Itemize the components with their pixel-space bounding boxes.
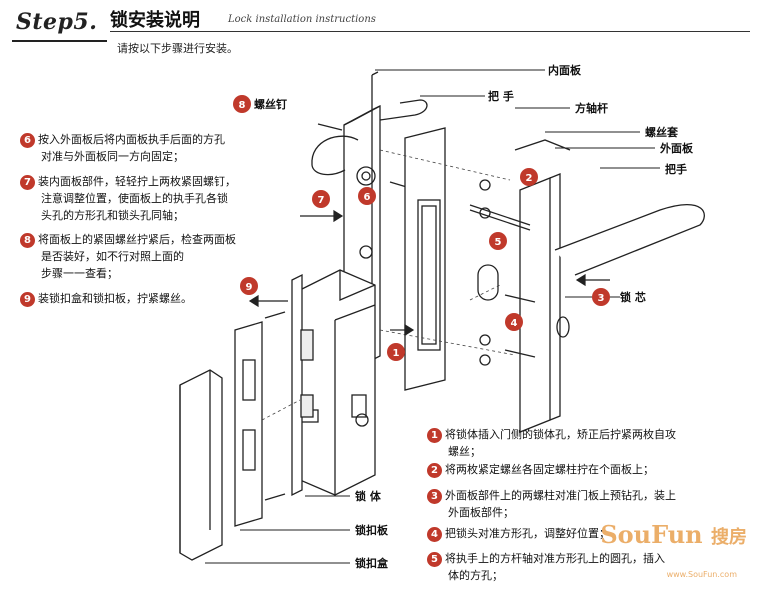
strike-box-shape	[179, 369, 223, 561]
page-title: 锁安装说明	[110, 10, 200, 31]
marker-2: 2	[526, 173, 533, 184]
outer-panel-shape	[519, 177, 551, 433]
note-line: 头孔的方形孔和锁头孔同轴；	[41, 209, 184, 222]
note-line: 体的方孔；	[448, 569, 503, 582]
note-line: 将两枚紧定螺丝各固定螺柱拧在个面板上；	[445, 463, 654, 476]
lock-body-shape	[299, 269, 376, 496]
soufun-logo: SouFun 搜房	[600, 520, 747, 549]
inner-handle-shape	[311, 135, 359, 176]
label-handle-top: 把 手	[488, 90, 514, 103]
shaft-shape	[469, 204, 531, 226]
note-line: 对准与外面板同一方向固定；	[41, 150, 184, 163]
marker-6: 6	[364, 192, 371, 203]
outer-handle-shape	[554, 204, 705, 276]
note-line: 外面板部件上的两螺柱对准门板上预钻孔，装上	[445, 489, 676, 502]
marker-5: 5	[495, 237, 502, 248]
header: Step5. 锁安装说明 Lock installation instructi…	[0, 0, 762, 60]
marker-1: 1	[393, 348, 400, 359]
note-line: 将锁体插入门侧的锁体孔，矫正后拧紧两枚自攻	[445, 428, 676, 441]
note-line: 注意调整位置，使面板上的执手孔各锁	[41, 192, 228, 205]
label-square-shaft: 方轴杆	[575, 102, 608, 115]
cylinder-slot-shape	[477, 264, 499, 301]
marker-4: 4	[511, 318, 518, 329]
door-plate-shape	[404, 127, 446, 391]
note-line: 装锁扣盒和锁扣板，拧紧螺丝。	[38, 292, 192, 305]
note-line: 将面板上的紧固螺丝拧紧后，检查两面板	[38, 233, 236, 246]
diagram-markers: 8 6 7 9 1 2 5 4 3	[233, 95, 610, 361]
step-number: Step5.	[16, 9, 98, 35]
label-lock-cylinder: 锁 芯	[620, 291, 646, 304]
label-strike-plate: 锁扣板	[355, 524, 388, 537]
page-subtitle: Lock installation instructions	[228, 14, 376, 25]
marker-3: 3	[598, 293, 605, 304]
soufun-url: www.SouFun.com	[666, 570, 737, 579]
step-underline	[12, 40, 107, 42]
note-line: 步骤一一查看；	[41, 267, 118, 280]
label-lock-body: 锁 体	[355, 490, 381, 503]
intro-text: 请按以下步骤进行安装。	[117, 42, 238, 55]
note-line: 外面板部件；	[448, 506, 514, 519]
note-badge: 1	[427, 427, 442, 443]
title-divider	[110, 31, 750, 32]
marker-9: 9	[246, 282, 253, 293]
note-line: 装内面板部件，轻轻拧上两枚紧固螺钉，	[38, 175, 236, 188]
note-badge: 3	[427, 488, 442, 504]
note-line: 按入外面板后将内面板执手后面的方孔	[38, 133, 225, 146]
strike-plate-shape	[234, 321, 263, 527]
note-line: 螺丝；	[448, 445, 481, 458]
label-strike-box: 锁扣盒	[355, 557, 388, 570]
label-handle-right: 把手	[665, 163, 687, 176]
note-badge: 7	[20, 174, 35, 190]
note-badge: 9	[20, 291, 35, 307]
note-line: 是否装好，如不行对照上面的	[41, 250, 184, 263]
label-outer-panel: 外面板	[660, 142, 693, 155]
note-line: 把锁头对准方形孔，调整好位置；	[445, 527, 610, 540]
note-badge: 6	[20, 132, 35, 148]
note-line: 将执手上的方杆轴对准方形孔上的圆孔，插入	[445, 552, 665, 565]
marker-8: 8	[239, 100, 246, 111]
label-screw: 螺丝钉	[254, 98, 287, 111]
note-badge: 8	[20, 232, 35, 248]
note-badge: 5	[427, 551, 442, 567]
screw-shape	[317, 123, 343, 131]
marker-7: 7	[318, 195, 325, 206]
note-badge: 2	[427, 462, 442, 478]
label-inner-panel: 内面板	[548, 64, 581, 77]
note-badge: 4	[427, 526, 442, 542]
label-screw-sleeve: 螺丝套	[645, 126, 678, 139]
